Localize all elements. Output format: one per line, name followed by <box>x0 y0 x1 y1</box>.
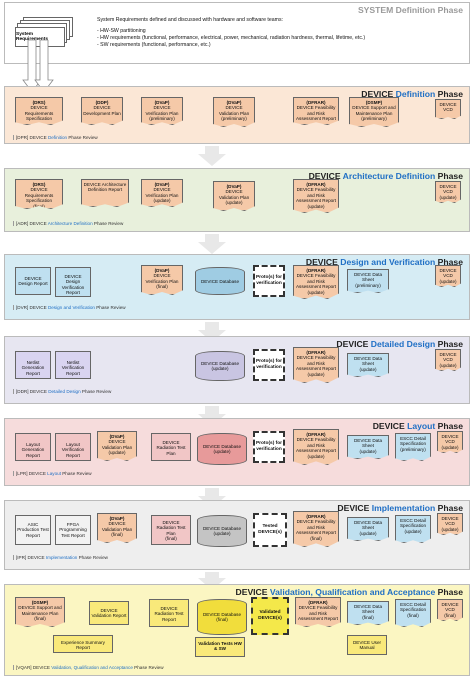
data-sheet-doc: DEVICE Data Sheet(update) <box>347 435 389 459</box>
dvap-validation-doc: (DVaP)DEVICE Validation Plan(update) <box>213 181 255 211</box>
device-database: DEVICE Database <box>195 267 245 295</box>
ddp-doc: (DDP)DEVICE Development Plan <box>81 97 123 125</box>
data-sheet-doc: DEVICE Data Sheet(update) <box>347 353 389 377</box>
flow-arrow-stem <box>205 488 219 496</box>
phase-review: [ADR] DEVICE Architecture Definition Pha… <box>13 221 123 226</box>
dsmp-doc: (DSMP)DEVICE Support and Maintenance Pla… <box>349 97 399 127</box>
phase-review: [VQAR] DEVICE Validation, Qualification … <box>13 665 164 670</box>
layout-phase: DEVICE Layout Phase Layout Generation Re… <box>4 418 470 486</box>
vcd-doc: DEVICE VCD(update) <box>435 265 461 287</box>
vcd-doc: DEVICE VCD(final) <box>437 599 463 621</box>
flow-arrow-stem <box>205 322 219 330</box>
dvap-validation-doc: (DVaP)DEVICE Validation Plan(update) <box>97 431 137 461</box>
dfrar-doc: (DFRAR)DEVICE Feasibility and Risk Asses… <box>293 429 339 465</box>
design-report: DEVICE Design Report <box>15 267 51 295</box>
phase-review: [IPR] DEVICE Implementation Phase Review <box>13 555 108 560</box>
proto-chip: Proto(s) for verification <box>253 265 285 297</box>
dvap-verification-doc: (DVaP)DEVICE Verification Plan(prelimina… <box>141 97 183 125</box>
vcd-doc: DEVICE VCD(update) <box>435 181 461 203</box>
dvap-validation-doc: (DVaP)DEVICE Validation Plan(preliminary… <box>213 97 255 127</box>
vcd-doc: DEVICE VCD(update) <box>437 513 463 535</box>
validation-phase: DEVICE Validation, Qualification and Acc… <box>4 584 470 676</box>
design-verification-phase: DEVICE Design and Verification Phase DEV… <box>4 254 470 320</box>
flow-arrow <box>198 154 226 166</box>
phase-title: DEVICE Validation, Qualification and Acc… <box>235 587 464 597</box>
tested-device-chip: Tested DEVICE(s) <box>253 513 287 547</box>
phase-title: SYSTEM Definition Phase <box>357 5 463 15</box>
dfrar-doc: (DFRAR)DEVICE Feasibility and Risk Asses… <box>293 179 339 213</box>
system-definition-phase: SYSTEM Definition Phase System Requireme… <box>4 2 470 64</box>
fpga-test-report: FPGA Programming Test Report <box>55 515 91 545</box>
phase-review: [LPR] DEVICE Layout Phase Review <box>13 471 92 476</box>
dvap-verification-doc: (DVaP)DEVICE Verification Plan(update) <box>141 179 183 207</box>
netlist-verification-report: Netlist Verification Report <box>55 351 91 379</box>
vcd-doc: DEVICE VCD(update) <box>435 349 461 371</box>
user-manual: DEVICE User Manual <box>347 635 387 655</box>
phase-review: [DVR] DEVICE Design and Verification Pha… <box>13 305 126 310</box>
flow-arrow <box>198 242 226 254</box>
dfrar-doc: (DFRAR)DEVICE Feasibility and Risk Asses… <box>295 597 341 627</box>
drs-doc: (DRS)DEVICE Requirements Specification(f… <box>15 179 63 209</box>
dvap-validation-doc: (DVaP)DEVICE Validation Plan(final) <box>97 513 137 543</box>
data-sheet-doc: DEVICE Data Sheet(preliminary) <box>347 269 389 293</box>
system-bullet: - HW requirements (functional, performan… <box>97 35 366 41</box>
phase-title: DEVICE Detailed Design Phase <box>336 339 463 349</box>
system-intro: System Requirements defined and discusse… <box>97 17 283 23</box>
phase-review: [DPR] DEVICE Definition Phase Review <box>13 135 98 140</box>
flow-arrow-stem <box>205 146 219 154</box>
dfrar-doc: (DFRAR)DEVICE Feasibility and Risk Asses… <box>293 265 339 299</box>
phase-title: DEVICE Implementation Phase <box>337 503 463 513</box>
phase-review: [DDR] DEVICE Detailed Design Phase Revie… <box>13 389 111 394</box>
validated-device-chip: Validated DEVICE(s) <box>251 597 289 635</box>
phase-title: DEVICE Design and Verification Phase <box>305 257 463 267</box>
netlist-generation-report: Netlist Generation Report <box>15 351 51 379</box>
phase-title: DEVICE Layout Phase <box>372 421 463 431</box>
device-database: DEVICE Database(update) <box>197 433 247 465</box>
design-verification-report: DEVICE Design Verification Report <box>55 267 91 297</box>
drs-doc: (DRS)DEVICE Requirements Specification <box>15 97 63 125</box>
device-database: DEVICE Database(final) <box>197 599 247 635</box>
validation-tests-hw-sw: Validation Tests HW & SW <box>195 637 245 657</box>
asic-test-report: ASIC Production Test Report <box>15 515 51 545</box>
flow-arrow-stem <box>205 234 219 242</box>
radiation-test-plan: DEVICE Radiation Test Plan <box>151 433 191 461</box>
flow-arrow-stem <box>205 406 219 414</box>
radiation-test-plan: DEVICE Radiation Test Plan(final) <box>151 515 191 545</box>
layout-generation-report: Layout Generation Report <box>15 433 51 461</box>
system-description: System Requirements defined and discusse… <box>97 17 467 49</box>
system-bullet: - SW requirements (functional, performan… <box>97 42 211 48</box>
implementation-phase: DEVICE Implementation Phase ASIC Product… <box>4 500 470 570</box>
flow-arrow-stem <box>205 572 219 580</box>
dsmp-doc: (DSMP)DEVICE Support and Maintenance Pla… <box>15 597 65 627</box>
layout-verification-report: Layout Verification Report <box>55 433 91 461</box>
detailed-design-phase: DEVICE Detailed Design Phase Netlist Gen… <box>4 336 470 404</box>
dfrar-doc: (DFRAR)DEVICE Feasibility and Risk Asses… <box>293 347 339 383</box>
device-database: DEVICE Database(update) <box>195 351 245 381</box>
phase-title: DEVICE Definition Phase <box>361 89 463 99</box>
proto-chip: Proto(s) for verification <box>253 349 285 381</box>
experience-summary-report: Experience Summary Report <box>53 635 113 653</box>
radiation-test-report: DEVICE Radiation Test Report <box>149 599 189 627</box>
architecture-phase: DEVICE Architecture Definition Phase (DR… <box>4 168 470 232</box>
system-requirements-stack: System Requirements <box>15 17 75 57</box>
escc-spec-doc: ESCC Detail Specification(preliminary) <box>395 433 431 461</box>
data-sheet-doc: DEVICE Data Sheet(update) <box>347 517 389 541</box>
definition-phase: DEVICE Definition Phase (DRS)DEVICE Requ… <box>4 86 470 144</box>
validation-report: DEVICE Validation Report <box>89 601 129 625</box>
dfrar-doc: (DFRAR)DEVICE Feasibility and Risk Asses… <box>293 511 339 547</box>
device-database: DEVICE Database(update) <box>197 515 247 547</box>
vcd-doc: DEVICE VCD <box>435 99 461 119</box>
phase-title: DEVICE Architecture Definition Phase <box>308 171 463 181</box>
proto-chip: Proto(s) for verification <box>253 431 285 463</box>
system-bullet: - HW-SW partitioning <box>97 28 146 34</box>
vcd-doc: DEVICE VCD(update) <box>437 431 463 453</box>
escc-spec-doc: ESCC Detail Specification(update) <box>395 515 431 543</box>
dvap-verification-doc: (DVaP)DEVICE Verification Plan(final) <box>141 265 183 295</box>
escc-spec-doc: ESCC Detail Specification(final) <box>395 599 431 627</box>
architecture-report-doc: DEVICE Architecture Definition Report <box>81 179 129 207</box>
dfrar-doc: (DFRAR)DEVICE Feasibility and Risk Asses… <box>293 97 339 125</box>
data-sheet-doc: DEVICE Data Sheet(final) <box>347 601 389 625</box>
